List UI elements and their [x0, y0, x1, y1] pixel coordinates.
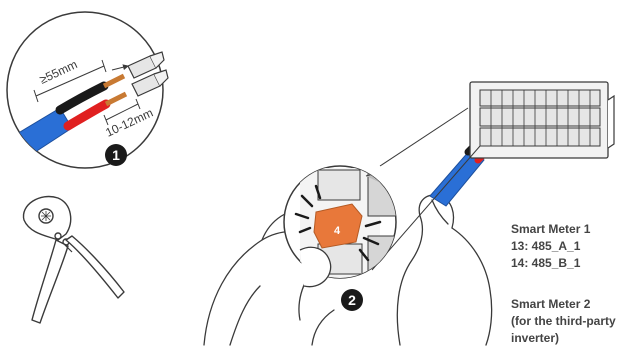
step-2-badge: 2 [341, 289, 363, 311]
cable-strip-detail: ≥55mm 10-12mm 1 [0, 12, 168, 175]
smart-meter-1-title: Smart Meter 1 [511, 221, 590, 238]
smart-meter-1-info: Smart Meter 1 13: 485_A_1 14: 485_B_1 [511, 221, 590, 272]
smart-meter-2-note-line2: inverter) [511, 330, 618, 347]
svg-text:1: 1 [112, 147, 120, 163]
smart-meter-2-note-line1: (for the third-party [511, 313, 618, 330]
terminal-block-icon [470, 82, 614, 158]
terminal-number: 4 [334, 225, 341, 237]
smart-meter-1-pin-b: 14: 485_B_1 [511, 255, 590, 272]
crimping-tool-icon [23, 197, 124, 323]
svg-text:2: 2 [348, 292, 356, 308]
step-1-badge: 1 [105, 144, 127, 166]
smart-meter-2-info: Smart Meter 2 (for the third-party inver… [511, 296, 618, 347]
smart-meter-1-pin-a: 13: 485_A_1 [511, 238, 590, 255]
smart-meter-2-title: Smart Meter 2 [511, 296, 618, 313]
hand-icon [397, 195, 491, 345]
